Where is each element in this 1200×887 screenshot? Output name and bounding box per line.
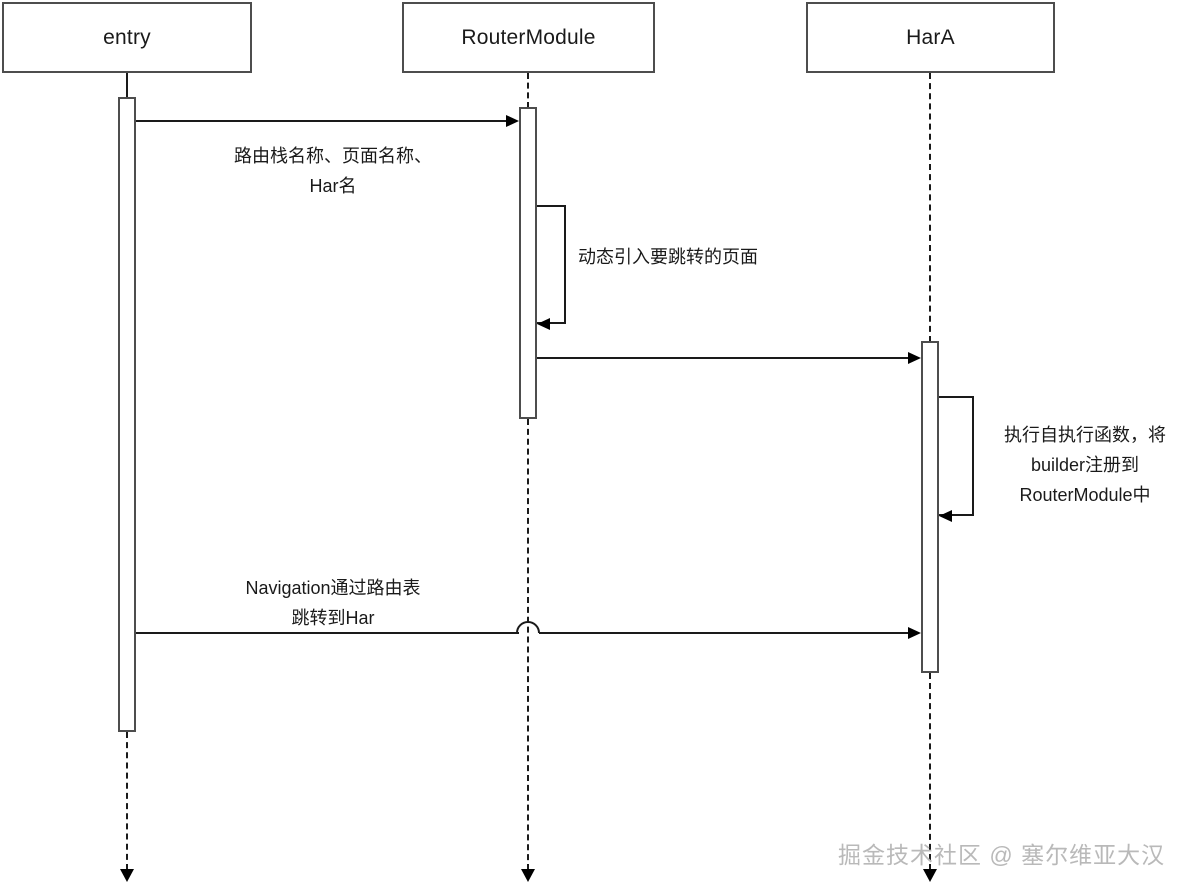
message-line-5-left[interactable]	[136, 632, 519, 634]
self-loop-arrowhead-hara	[939, 510, 952, 522]
message-arrowhead-1	[506, 115, 519, 127]
participant-box-hara[interactable]: HarA	[806, 2, 1055, 73]
activation-bar-routermodule	[519, 107, 537, 419]
lifeline-entry	[126, 732, 128, 870]
self-loop-hara[interactable]	[939, 396, 974, 516]
message-line-1[interactable]	[136, 120, 509, 122]
participant-label-entry: entry	[103, 26, 151, 49]
watermark-text: 掘金技术社区 @ 塞尔维亚大汉	[838, 842, 1166, 868]
message-label-4: 执行自执行函数，将 builder注册到 RouterModule中	[1004, 425, 1166, 505]
activation-bar-hara	[921, 341, 939, 673]
message-arrowhead-3	[908, 352, 921, 364]
participant-box-entry[interactable]: entry	[2, 2, 252, 73]
message-label-5: Navigation通过路由表 跳转到Har	[245, 578, 421, 628]
lifeline-stub-hara	[929, 73, 931, 342]
message-label-2: 动态引入要跳转的页面	[578, 247, 758, 267]
message-label-1: 路由栈名称、页面名称、 Har名	[234, 146, 432, 196]
lifeline-end-arrow-hara	[923, 869, 937, 882]
self-loop-routermodule[interactable]	[537, 205, 566, 324]
lifeline-end-arrow-routermodule	[521, 869, 535, 882]
activation-bar-entry	[118, 97, 136, 732]
lifeline-routermodule	[527, 419, 529, 870]
lifeline-end-arrow-entry	[120, 869, 134, 882]
lifeline-stub-routermodule	[527, 73, 529, 108]
line-jump-arc	[516, 621, 540, 634]
message-arrowhead-5	[908, 627, 921, 639]
message-line-3[interactable]	[537, 357, 908, 359]
lifeline-stub-entry	[126, 73, 128, 98]
participant-box-routermodule[interactable]: RouterModule	[402, 2, 655, 73]
participant-label-routermodule: RouterModule	[461, 26, 596, 49]
message-line-5-right[interactable]	[539, 632, 908, 634]
participant-label-hara: HarA	[906, 26, 955, 49]
self-loop-arrowhead-routermodule	[537, 318, 550, 330]
lifeline-hara	[929, 673, 931, 870]
